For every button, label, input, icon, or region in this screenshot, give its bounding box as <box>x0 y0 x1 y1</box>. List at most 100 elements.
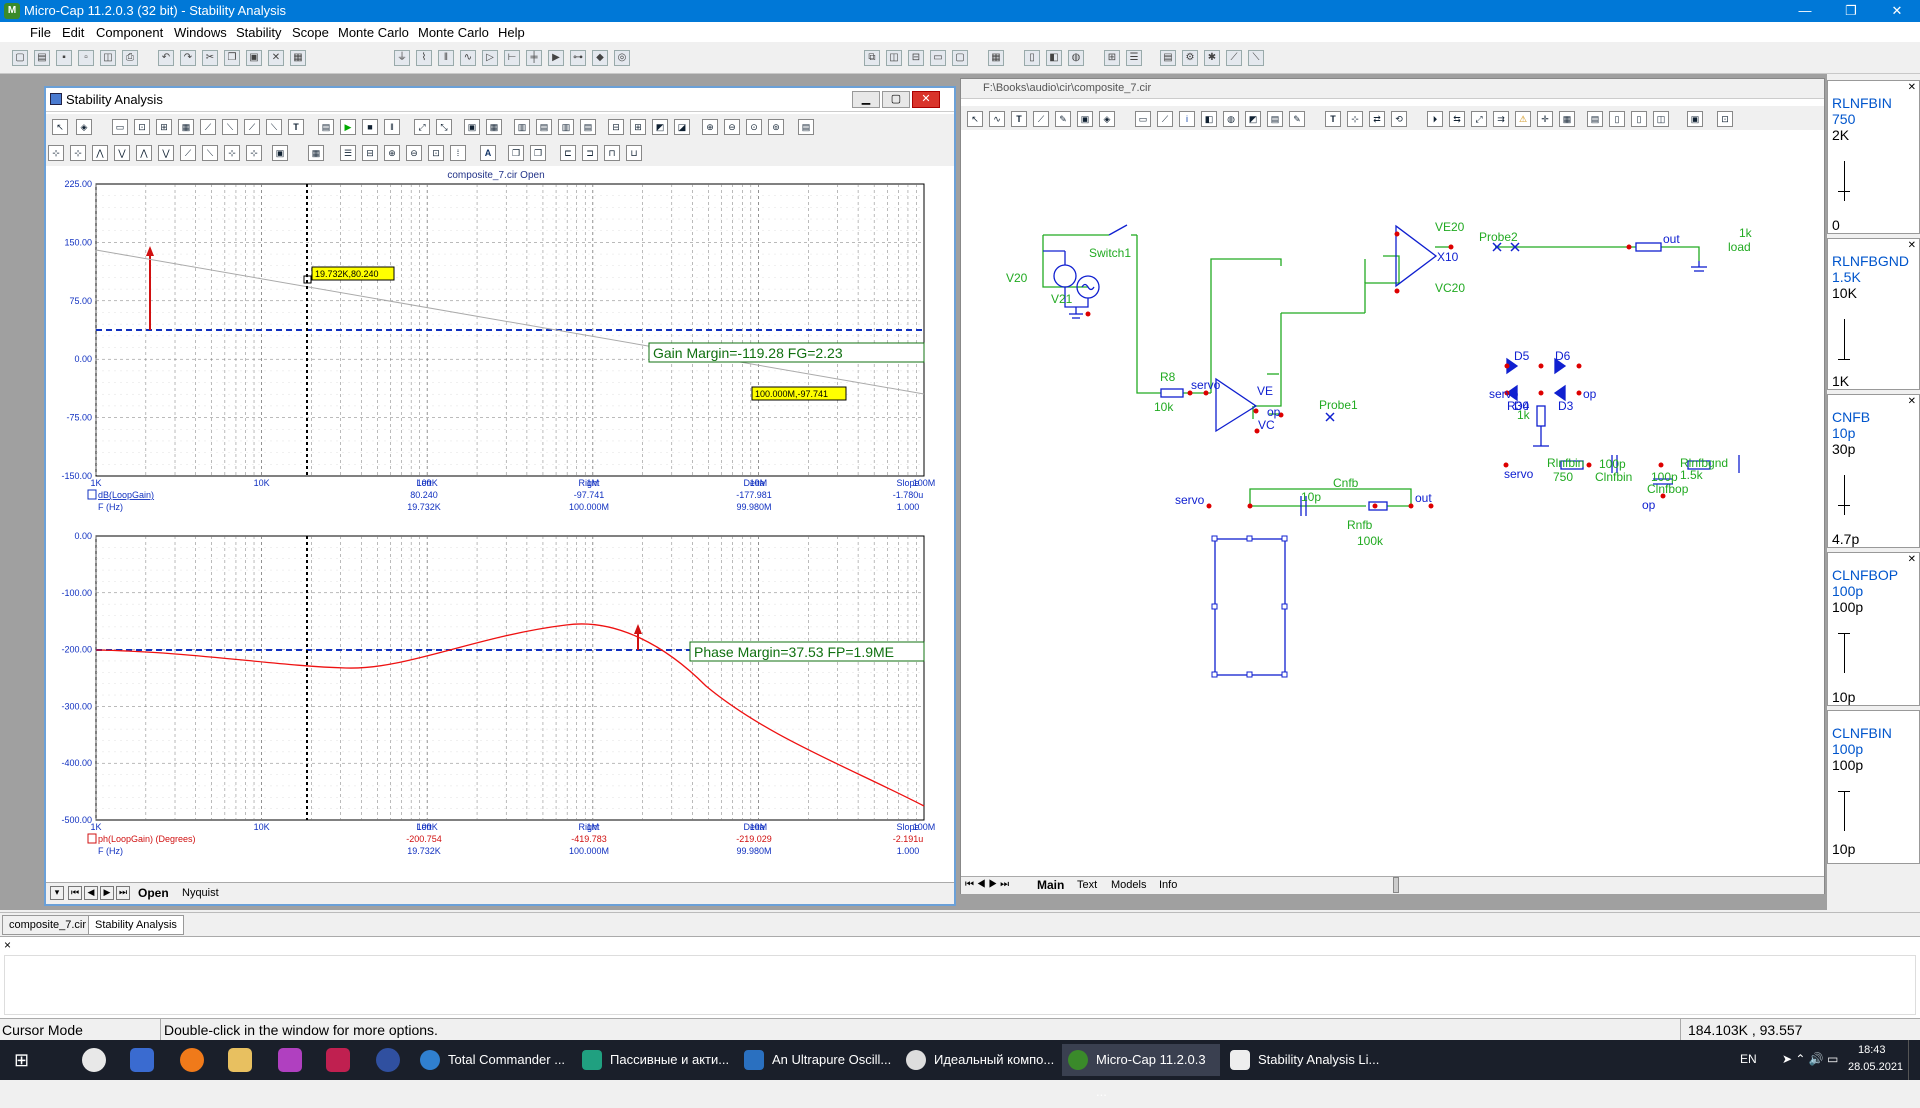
sch-grid-icon[interactable]: ▤ <box>1267 111 1283 127</box>
zoom-out-2-icon[interactable]: ⊖ <box>406 145 422 161</box>
menu-monte-carlo-2[interactable]: Monte Carlo <box>418 25 489 40</box>
stop-icon[interactable]: ■ <box>362 119 378 135</box>
tab-nyquist[interactable]: Nyquist <box>182 887 219 899</box>
taskbar-ideal[interactable]: Идеальный компо... <box>900 1044 1058 1076</box>
align-left-icon[interactable]: ⊏ <box>560 145 576 161</box>
phase-trace-checkbox[interactable] <box>87 833 97 844</box>
components-icon[interactable]: ◧ <box>1046 50 1062 66</box>
show-desktop-button[interactable] <box>1908 1040 1912 1080</box>
scale-icon[interactable]: ⊞ <box>156 119 172 135</box>
copy-plot-2-icon[interactable]: ❐ <box>530 145 546 161</box>
grid-dots-icon[interactable]: ⁞ <box>450 145 466 161</box>
sch-horizontal-scroll[interactable] <box>1393 877 1399 893</box>
sch-page3-icon[interactable]: ▯ <box>1631 111 1647 127</box>
grid-icon[interactable]: ▦ <box>178 119 194 135</box>
new-file-icon[interactable]: ▢ <box>12 50 28 66</box>
taskbar-app-5-icon[interactable] <box>278 1048 302 1072</box>
taskbar-total-commander[interactable]: Total Commander ... <box>414 1044 572 1076</box>
sch-page2-icon[interactable]: ▯ <box>1609 111 1625 127</box>
maximize-window-icon[interactable]: ▢ <box>952 50 968 66</box>
slider-track[interactable] <box>1844 791 1845 831</box>
box-icon[interactable]: ▣ <box>464 119 480 135</box>
tab-open[interactable]: Open <box>138 886 169 900</box>
slider-close-icon[interactable]: ✕ <box>1907 396 1916 407</box>
cursor-tool-8-icon[interactable]: ⟍ <box>202 145 218 161</box>
zoom-fit-icon[interactable]: ⊙ <box>746 119 762 135</box>
slider-track[interactable] <box>1844 633 1845 673</box>
menu-scope[interactable]: Scope <box>292 25 329 40</box>
inductor-icon[interactable]: ∿ <box>460 50 476 66</box>
restore-button[interactable]: ❐ <box>1845 3 1857 18</box>
cascade-icon[interactable]: ⧉ <box>864 50 880 66</box>
gain-trace-checkbox[interactable] <box>87 489 97 500</box>
sch-window-icon[interactable]: ▭ <box>1135 111 1151 127</box>
cursor-tool-5-icon[interactable]: ⋀ <box>136 145 152 161</box>
resistor-icon[interactable]: ⌇ <box>416 50 432 66</box>
label-icon[interactable]: A <box>480 145 496 161</box>
slider-close-icon[interactable]: ✕ <box>1907 240 1916 251</box>
window-icon[interactable]: ▭ <box>112 119 128 135</box>
cut-icon[interactable]: ✂ <box>202 50 218 66</box>
slider-track[interactable] <box>1844 161 1845 201</box>
output-close-icon[interactable]: × <box>4 938 12 952</box>
taskbar-passive[interactable]: Пассивные и акти... <box>576 1044 734 1076</box>
undo-icon[interactable]: ↶ <box>158 50 174 66</box>
library-icon[interactable]: ▤ <box>318 119 334 135</box>
redo-icon[interactable]: ↷ <box>180 50 196 66</box>
graph2-icon[interactable]: ⟍ <box>222 119 238 135</box>
slider-cnfb[interactable]: ✕ CNFB 10p 30p 4.7p <box>1827 394 1920 548</box>
sch-bus-icon[interactable]: ⇉ <box>1493 111 1509 127</box>
slider-clnfbop[interactable]: ✕ CLNFBOP 100p 100p 10p <box>1827 552 1920 706</box>
menu-stability[interactable]: Stability <box>236 25 282 40</box>
stability-plots-svg[interactable]: composite_7.cir Open 225.00150.0075.000.… <box>46 166 954 882</box>
first-tab-icon[interactable]: ⏮ <box>68 886 82 900</box>
properties-icon[interactable]: ▤ <box>798 119 814 135</box>
probe-icon[interactable]: ◎ <box>614 50 630 66</box>
slider-rlnfbgnd[interactable]: ✕ RLNFBGND 1.5K 10K 1K <box>1827 238 1920 390</box>
stability-maximize-button[interactable]: ▢ <box>882 91 910 108</box>
align-right-icon[interactable]: ⊐ <box>582 145 598 161</box>
plot-c-icon[interactable]: ▥ <box>558 119 574 135</box>
last-tab-icon[interactable]: ⏭ <box>116 886 130 900</box>
globe-icon[interactable]: ◍ <box>1068 50 1084 66</box>
slider-clnfbin[interactable]: CLNFBIN 100p 100p 10p <box>1827 710 1920 864</box>
run-icon[interactable]: ▶ <box>340 119 356 135</box>
next-tab-icon[interactable]: ▶ <box>100 886 114 900</box>
minimize-button[interactable]: — <box>1798 3 1812 18</box>
options-icon[interactable]: ◈ <box>76 119 92 135</box>
table-icon[interactable]: ▦ <box>486 119 502 135</box>
sch-component-icon[interactable]: ▣ <box>1077 111 1093 127</box>
slider-thumb[interactable] <box>1838 359 1850 360</box>
zoom-reset-icon[interactable]: ⊚ <box>768 119 784 135</box>
output-text-area[interactable] <box>4 955 1916 1015</box>
sch-page4-icon[interactable]: ◫ <box>1653 111 1669 127</box>
phase-plot[interactable]: 0.00-100.00-200.00-300.00-400.00-500.00 … <box>61 531 935 832</box>
sch-tab-info[interactable]: Info <box>1159 879 1178 891</box>
sch-select-icon[interactable]: ↖ <box>967 111 983 127</box>
sch-arrow-icon[interactable]: ⤢ <box>1471 111 1487 127</box>
diode-icon[interactable]: ▷ <box>482 50 498 66</box>
zoom-box-icon[interactable]: ⊡ <box>134 119 150 135</box>
sch-rotate-icon[interactable]: ⟲ <box>1391 111 1407 127</box>
sch-grid2-icon[interactable]: ▦ <box>1559 111 1575 127</box>
node-icon[interactable]: ◆ <box>592 50 608 66</box>
battery-icon[interactable]: ╪ <box>526 50 542 66</box>
schematic-canvas[interactable]: V20 V21 Switch1 VE20 VC20 Probe2 1k load… <box>961 131 1824 875</box>
chart-icon[interactable]: ◩ <box>652 119 668 135</box>
cursor-tool-1-icon[interactable]: ⊹ <box>48 145 64 161</box>
sch-probe-icon[interactable]: ⟋ <box>1157 111 1173 127</box>
tools-icon[interactable]: ✱ <box>1204 50 1220 66</box>
menu-monte-carlo[interactable]: Monte Carlo <box>338 25 409 40</box>
doc-tab-stability[interactable]: Stability Analysis <box>88 915 184 935</box>
valley-icon[interactable]: ⤡ <box>436 119 452 135</box>
menu-windows[interactable]: Windows <box>174 25 227 40</box>
fit-icon[interactable]: ⊡ <box>428 145 444 161</box>
capacitor-icon[interactable]: ‖ <box>438 50 454 66</box>
sch-page-icon[interactable]: ▤ <box>1587 111 1603 127</box>
sch-step-icon[interactable]: ⏵ <box>1427 111 1443 127</box>
transistor-icon[interactable]: ⊢ <box>504 50 520 66</box>
output-pane[interactable]: × <box>0 936 1920 1018</box>
copy-icon[interactable]: ❐ <box>224 50 240 66</box>
slider-thumb[interactable] <box>1838 505 1850 506</box>
